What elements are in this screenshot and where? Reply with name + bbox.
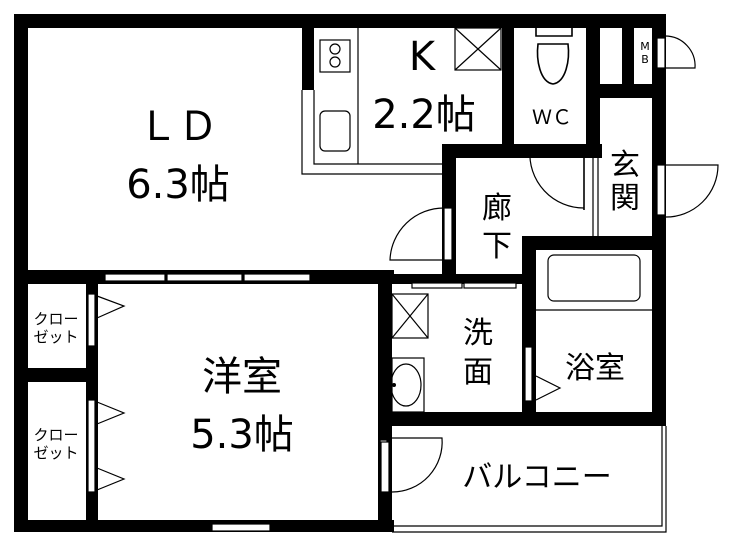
western-room-size: 5.3帖 xyxy=(190,412,294,458)
closet-doors[interactable] xyxy=(87,293,126,493)
walls xyxy=(14,14,666,532)
balcony-door[interactable] xyxy=(380,437,443,493)
bathtub-icon xyxy=(536,254,652,311)
meter-box-label-1: M xyxy=(640,40,650,53)
ld-size: 6.3帖 xyxy=(126,162,230,208)
wc-door[interactable] xyxy=(529,149,585,210)
bathroom-door[interactable] xyxy=(524,346,562,402)
western-room-label: 洋室 xyxy=(202,354,282,400)
washer-space-icon xyxy=(391,293,429,339)
balcony xyxy=(392,426,667,533)
kitchen-counter xyxy=(301,27,502,175)
closet-lower-label-1: クロー xyxy=(33,426,78,444)
corridor-label-2: 下 xyxy=(482,229,512,264)
meter-box-door[interactable] xyxy=(656,35,696,69)
closet-upper-label-1: クロー xyxy=(33,310,78,328)
stove-icon xyxy=(319,39,351,73)
wc-label: ＷＣ xyxy=(532,105,572,129)
corridor-label-1: 廊 xyxy=(482,191,512,226)
kitchen-label: K xyxy=(409,34,437,80)
wash-basin-icon xyxy=(391,357,425,413)
balcony-label: バルコニー xyxy=(462,460,611,495)
windows xyxy=(104,273,388,532)
bathroom-label: 浴室 xyxy=(565,351,625,386)
fridge-space-icon xyxy=(454,27,502,71)
washroom-label-2: 面 xyxy=(463,355,493,390)
entrance-label-2: 関 xyxy=(610,181,640,216)
ld-label: ＬＤ xyxy=(138,104,218,150)
meter-box-label-2: B xyxy=(641,53,649,66)
kitchen-size: 2.2帖 xyxy=(372,92,476,138)
entrance-label-1: 玄 xyxy=(610,148,640,183)
closet-lower-label-2: ゼット xyxy=(33,444,78,462)
sink-icon xyxy=(319,110,351,152)
closet-upper-label-2: ゼット xyxy=(33,328,78,346)
toilet-icon xyxy=(535,28,573,85)
entrance-door[interactable] xyxy=(656,164,719,218)
washroom-label-1: 洗 xyxy=(463,316,493,351)
ld-door[interactable] xyxy=(389,207,453,261)
washroom-fixtures xyxy=(390,282,517,413)
